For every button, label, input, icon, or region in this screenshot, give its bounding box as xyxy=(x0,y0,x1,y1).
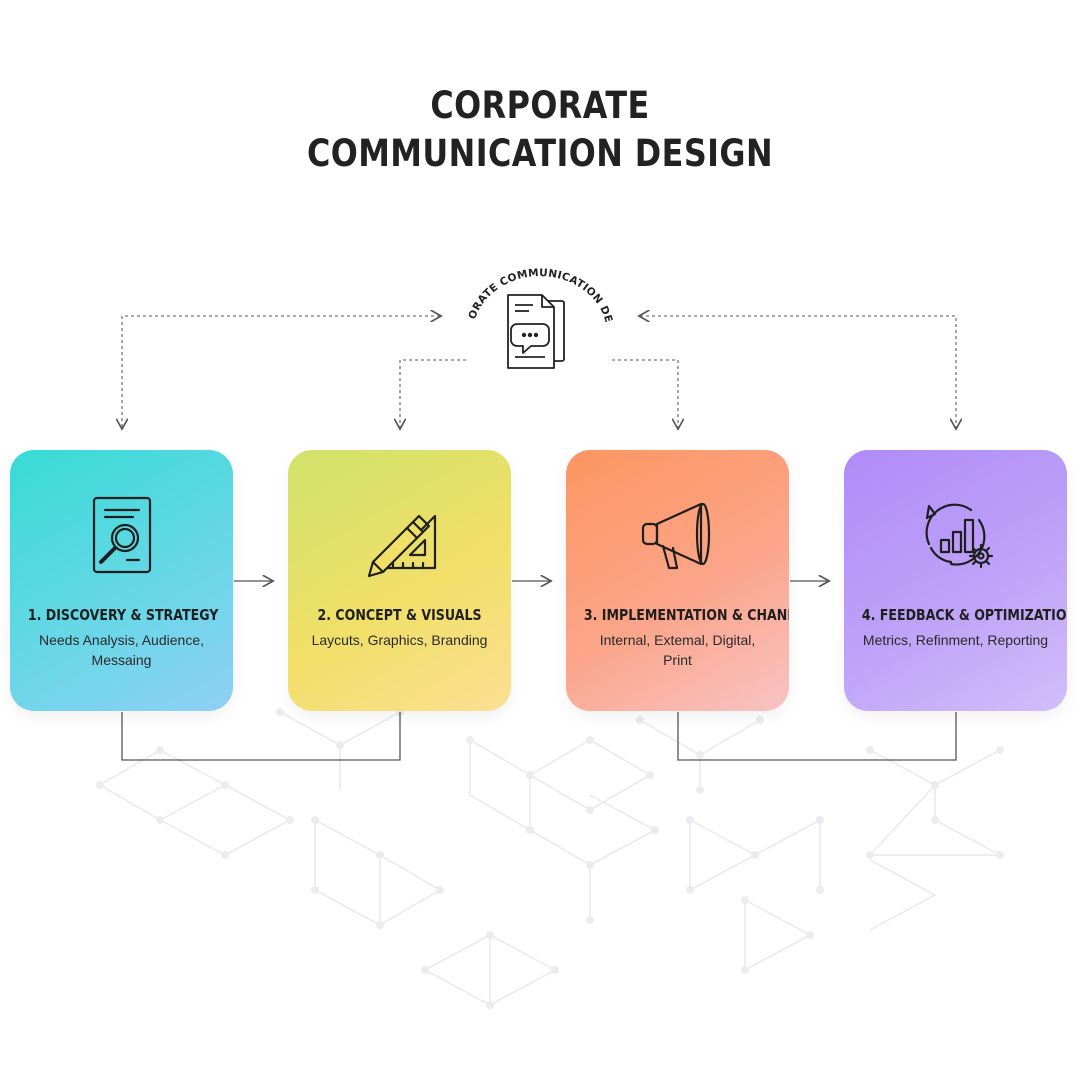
megaphone-icon xyxy=(566,490,789,580)
step-title: 4. FEEDBACK & OPTIMIZATION xyxy=(861,606,1067,624)
dashed-connector-left-outer xyxy=(122,316,440,428)
step-title: 1. DISCOVERY & STRATEGY xyxy=(27,606,219,624)
step-title: 3. IMPLEMENTATION & CHANNELS xyxy=(583,606,789,624)
step-card-discovery[interactable]: 1. DISCOVERY & STRATEGY Needs Analysis, … xyxy=(10,450,233,711)
step-subtitle: Laycuts, Graphics, Branding xyxy=(311,632,488,648)
step-subtitle: Internal, Extemal, Digital, Print xyxy=(599,632,756,668)
chart-cycle-gear-icon xyxy=(844,490,1067,580)
step-subtitle: Needs Analysis, Audience, Messaing xyxy=(39,632,204,668)
document-magnifier-icon xyxy=(10,490,233,580)
bracket-step1-step2 xyxy=(121,712,401,761)
title-line-2: COMMUNICATION DESIGN xyxy=(306,132,774,175)
step-card-concept[interactable]: 2. CONCEPT & VISUALS Laycuts, Graphics, … xyxy=(288,450,511,711)
pencil-ruler-icon xyxy=(288,490,511,580)
step-card-feedback[interactable]: 4. FEEDBACK & OPTIMIZATION Metrics, Refi… xyxy=(844,450,1067,711)
step-title: 2. CONCEPT & VISUALS xyxy=(317,606,482,624)
page-title: CORPORATE COMMUNICATION DESIGN xyxy=(76,82,1005,178)
step-card-implementation[interactable]: 3. IMPLEMENTATION & CHANNELS Internal, E… xyxy=(566,450,789,711)
dashed-connector-right-outer xyxy=(640,316,956,428)
document-chat-icon xyxy=(507,294,565,369)
step-subtitle: Metrics, Refinment, Reporting xyxy=(862,632,1049,648)
bracket-step3-step4 xyxy=(677,712,957,761)
dashed-connector-left-inner xyxy=(400,359,466,428)
title-line-1: CORPORATE xyxy=(430,84,650,127)
center-hub: CORPORATE COMMUNICATION DESIGN xyxy=(450,233,625,377)
